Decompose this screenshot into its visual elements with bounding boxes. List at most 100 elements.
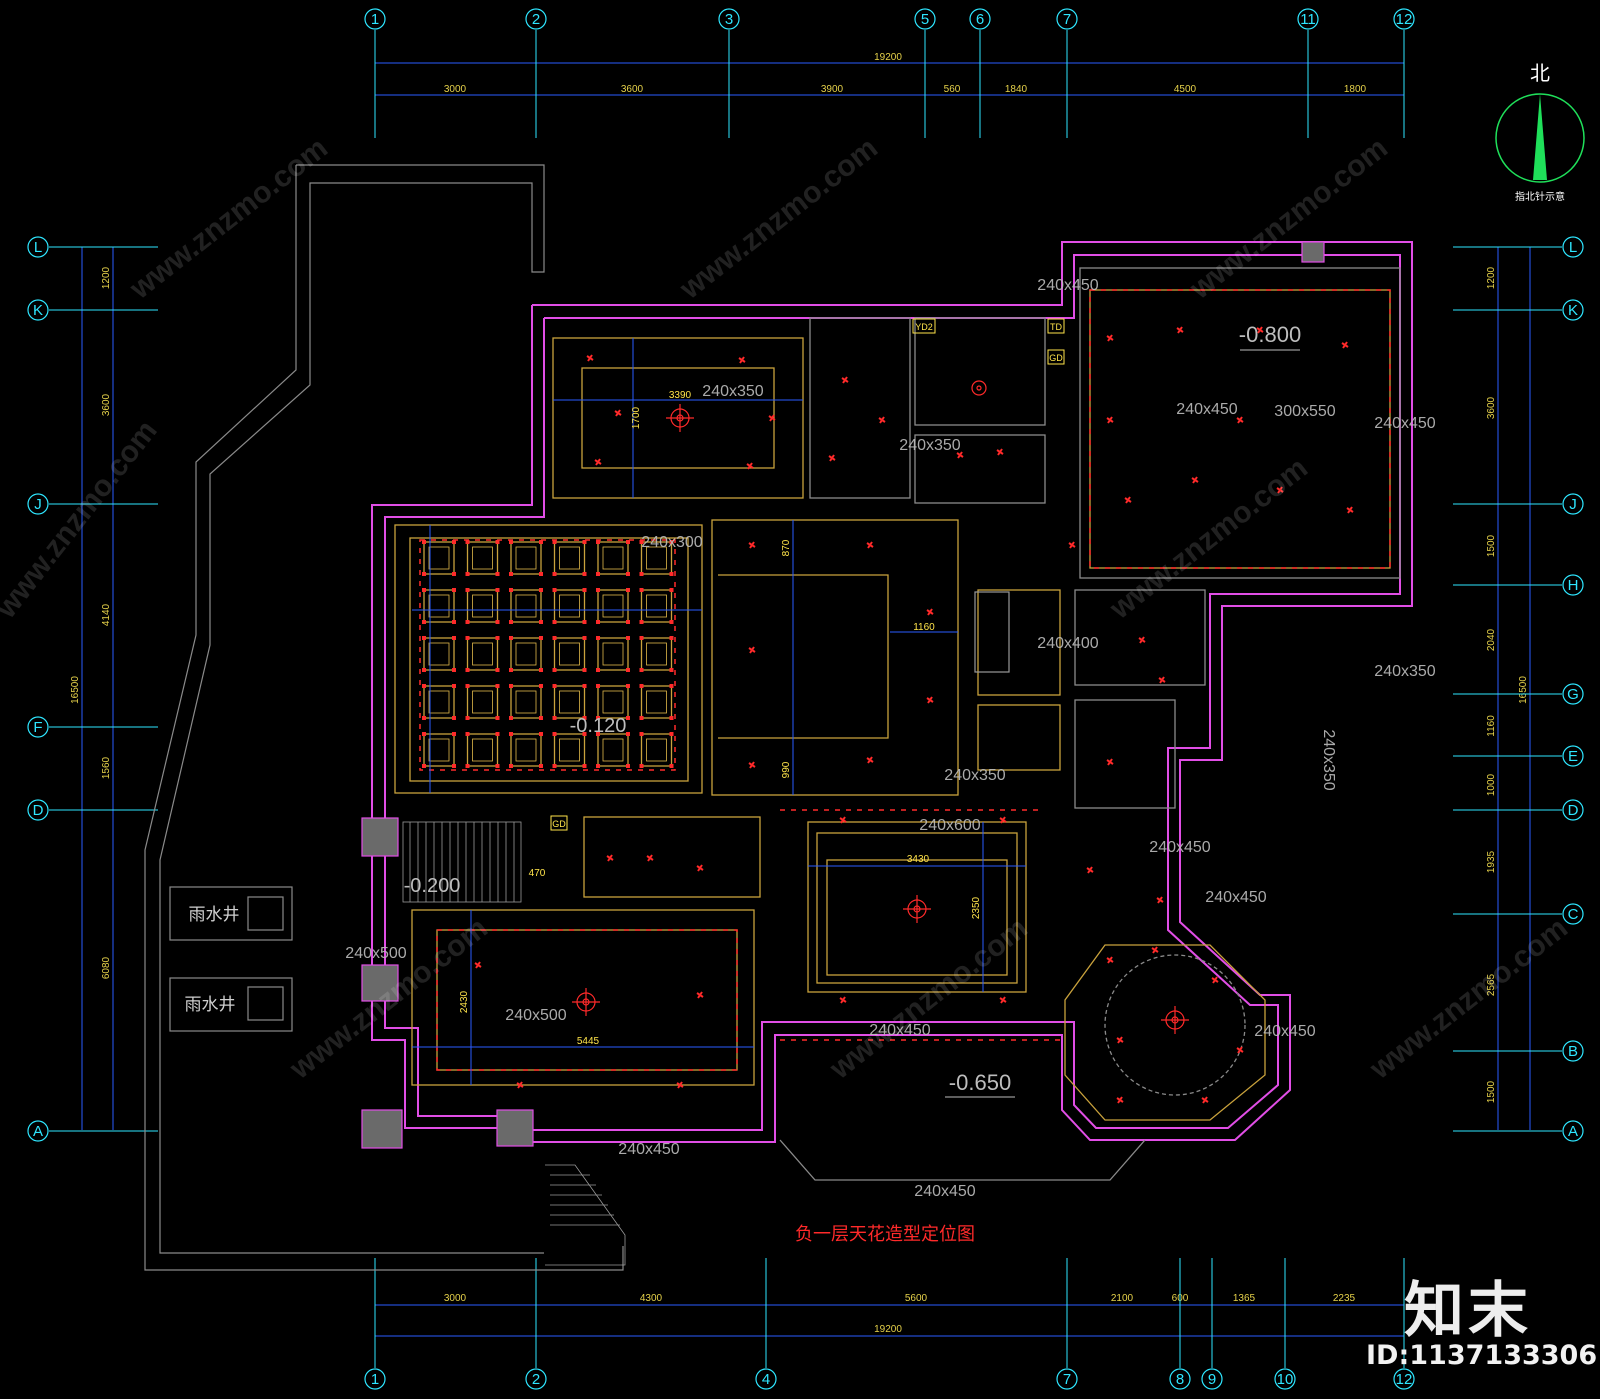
- coffer-cell: [510, 733, 542, 767]
- axis-bubble-right: B: [1562, 1040, 1584, 1062]
- room-dim-470: 470: [529, 868, 546, 879]
- coffer-light: [495, 620, 500, 624]
- watermark-site: www.znzmo.com: [1363, 911, 1574, 1086]
- axis-bubble-left: K: [27, 299, 49, 321]
- coffer-light: [509, 620, 513, 624]
- coffer-light: [669, 716, 674, 720]
- coffer-light: [669, 540, 674, 544]
- coffer-light: [639, 540, 644, 544]
- axis-bubble-right-label: G: [1567, 686, 1579, 703]
- downlight: [1276, 486, 1284, 494]
- downlight: [1106, 416, 1114, 424]
- coffer-light: [639, 636, 644, 640]
- coffer-light: [669, 572, 674, 576]
- size-label: 240x450: [1176, 401, 1237, 418]
- axis-bubble-bottom: 2: [525, 1368, 547, 1390]
- size-label: 240x350: [899, 437, 960, 454]
- coffer-light: [596, 764, 600, 768]
- right-dimension-texts: 16500 1200 3600 1500 2040 1160 1000 1935…: [1486, 266, 1529, 1103]
- downlight: [956, 451, 964, 459]
- coffer-light: [582, 716, 587, 720]
- coffer-light: [669, 668, 674, 672]
- coffer-light: [669, 764, 674, 768]
- exterior-walls: [371, 241, 1413, 1143]
- coffer-light: [552, 764, 557, 768]
- axis-bubble-top: 1: [364, 8, 386, 30]
- coffer-inner: [646, 642, 667, 666]
- coffer-light: [452, 668, 456, 672]
- downlight: [1086, 866, 1094, 874]
- axis-bubble-left-label: A: [33, 1123, 43, 1140]
- coffer-light: [539, 732, 543, 736]
- axis-bubble-top: 3: [718, 8, 740, 30]
- coffer-light: [552, 588, 557, 592]
- coffer-light: [626, 572, 630, 576]
- room-dim-870: 870: [781, 539, 792, 556]
- coffer-inner: [646, 594, 667, 618]
- coffer-cell: [553, 637, 586, 671]
- coffer-light: [669, 732, 674, 736]
- coffer-light: [639, 572, 644, 576]
- watermark-site: www.znzmo.com: [673, 131, 884, 306]
- coffer-light: [669, 636, 674, 640]
- coffer-light: [509, 572, 513, 576]
- bottom-dim-3: 5600: [905, 1293, 928, 1304]
- coffer-light: [596, 620, 600, 624]
- level-mark-3: -0.200: [404, 875, 461, 897]
- coffer-cell: [640, 541, 673, 575]
- right-total-dimension: 16500: [1518, 676, 1529, 704]
- coffer-light: [626, 620, 630, 624]
- top-dim-4: 560: [944, 84, 961, 95]
- coffer-light: [539, 588, 543, 592]
- level-mark-4: -0.650: [949, 1070, 1011, 1095]
- coffer-inner: [472, 642, 493, 666]
- coffer-light: [452, 636, 456, 640]
- downlight: [1106, 334, 1114, 342]
- coffer-light: [495, 636, 500, 640]
- room-dim-990: 990: [781, 761, 792, 778]
- downlight: [1191, 476, 1199, 484]
- downlight: [926, 696, 934, 704]
- coffer-light: [639, 716, 644, 720]
- axis-bubble-bottom: 8: [1169, 1368, 1191, 1390]
- coffer-inner: [559, 594, 580, 618]
- coffer-light: [596, 636, 600, 640]
- coffer-light: [639, 588, 644, 592]
- coffer-light: [626, 540, 630, 544]
- coffer-light: [509, 540, 513, 544]
- side-dimension-lines: [81, 247, 1531, 1130]
- coffer-light: [669, 588, 674, 592]
- coffer-light: [552, 572, 557, 576]
- downlight: [768, 414, 776, 422]
- axis-bubble-bottom: 12: [1393, 1368, 1415, 1390]
- coffer-light: [495, 764, 500, 768]
- size-label: 240x300: [641, 534, 702, 551]
- coffer-inner: [559, 690, 580, 714]
- axis-bubble-right-label: E: [1568, 748, 1578, 765]
- top-dimension-lines: [375, 62, 1404, 96]
- coffer-light: [422, 636, 426, 640]
- coffer-light: [626, 764, 630, 768]
- tag-yd2: YD2: [915, 322, 933, 332]
- downlight: [586, 354, 594, 362]
- downlight: [1116, 1036, 1124, 1044]
- bottom-total-dimension: 19200: [874, 1324, 902, 1335]
- downlight: [1138, 636, 1146, 644]
- equipment-tags: YD2 TD GD GD: [550, 318, 1065, 831]
- coffer-light: [539, 764, 543, 768]
- level-mark-2: -0.120: [570, 715, 627, 737]
- coffer-inner: [559, 738, 580, 762]
- coffer-light: [626, 716, 630, 720]
- coffer-inner: [428, 594, 450, 618]
- downlight: [614, 409, 622, 417]
- room-dim-3430: 3430: [907, 854, 930, 865]
- coffer-light: [452, 540, 456, 544]
- axis-bubble-bottom-label: 1: [371, 1371, 379, 1388]
- right-dim-9: 1500: [1486, 1080, 1497, 1103]
- axis-bubble-left: J: [27, 493, 49, 515]
- axis-bubble-bottom-label: 7: [1063, 1371, 1071, 1388]
- downlight: [1156, 896, 1164, 904]
- coffer-light: [465, 732, 470, 736]
- site-outline: [144, 164, 624, 1271]
